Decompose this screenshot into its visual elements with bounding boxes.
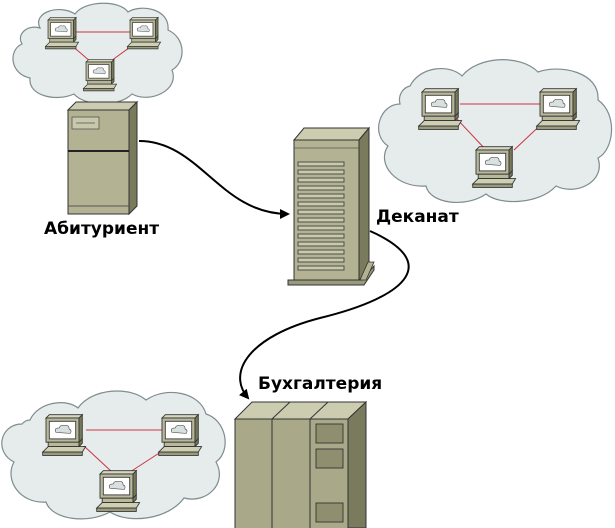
cloud-bottom-left [1,390,226,520]
laptop-icon [536,88,581,130]
cloud-top-left [12,2,183,105]
cloud-top-right [378,59,613,203]
cabinet-server-icon [233,400,368,528]
server-tower-icon [66,100,139,216]
arrow-icon [138,140,290,219]
laptop-icon [45,17,79,50]
laptop-icon [158,414,203,456]
rack-server-icon [287,126,375,286]
arrow-icon [239,230,410,400]
laptop-icon [83,59,117,92]
dean-office-label: Деканат [376,207,459,227]
laptop-icon [418,88,463,130]
laptop-icon [96,470,141,512]
laptop-icon [42,414,87,456]
laptop-icon [127,17,161,50]
laptop-icon [472,146,517,188]
applicant-label: Абитуриент [44,219,160,239]
accounting-label: Бухгалтерия [258,374,383,394]
